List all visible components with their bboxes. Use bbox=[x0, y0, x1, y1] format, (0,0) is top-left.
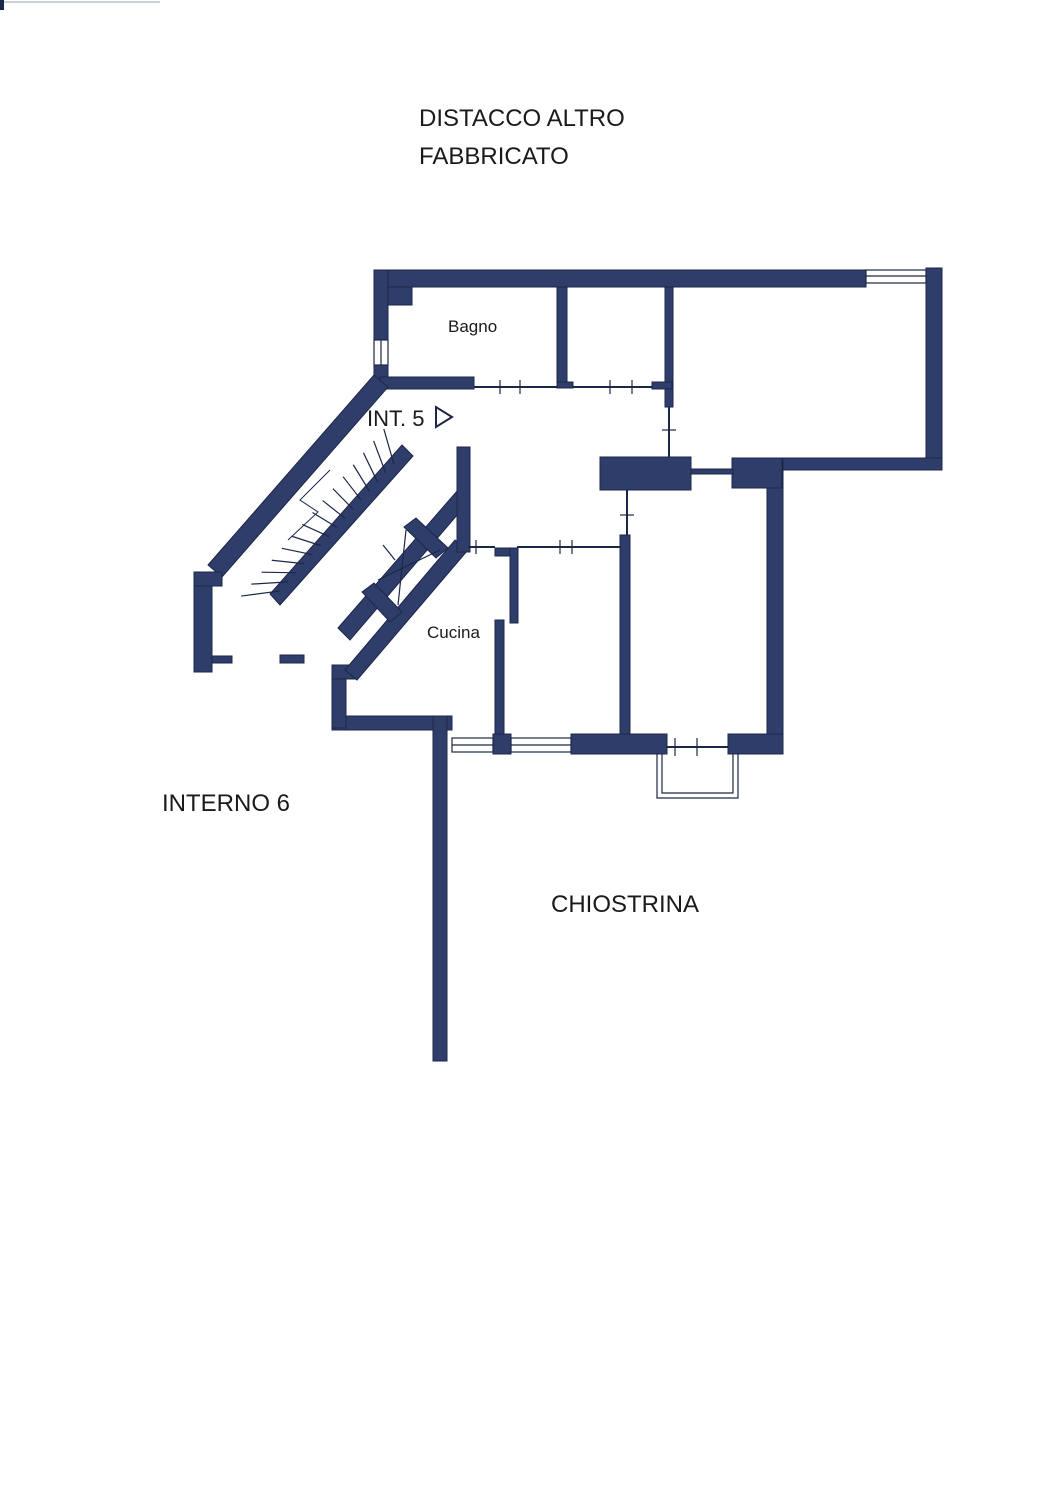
lift-tick bbox=[382, 544, 396, 561]
wall-lower-partition bbox=[619, 534, 631, 754]
balcony bbox=[656, 754, 739, 799]
stair-tread bbox=[271, 559, 305, 565]
wall-central-block bbox=[599, 456, 692, 491]
wall-top bbox=[373, 269, 867, 288]
wall-stair-foot-2 bbox=[279, 654, 305, 664]
north-label: DISTACCO ALTRO bbox=[419, 105, 625, 132]
wall-kitchen-partition-v2 bbox=[494, 619, 505, 754]
wall-chiostrina bbox=[432, 715, 448, 1062]
wall-bottom-pier bbox=[492, 733, 512, 755]
stair-tread bbox=[302, 523, 330, 538]
stair-tread bbox=[373, 440, 387, 474]
wall-bath-bottom bbox=[379, 376, 475, 390]
wall-lift-top bbox=[403, 517, 449, 559]
wall-diag-stairwell bbox=[269, 444, 414, 606]
doors bbox=[468, 380, 728, 756]
wall-bottom-mid bbox=[570, 733, 668, 755]
scan-mark bbox=[0, 0, 4, 10]
wall-lift-bottom bbox=[361, 582, 403, 623]
wall-partition-1-foot bbox=[556, 381, 574, 389]
lift-diag-a bbox=[377, 549, 441, 581]
wall-kitchen-partition-v bbox=[509, 547, 519, 624]
lift-diag-b bbox=[397, 529, 407, 606]
wall-stair-left-cap bbox=[193, 571, 223, 587]
staircase bbox=[241, 428, 395, 597]
stair-tread bbox=[261, 571, 297, 574]
stair-tread bbox=[281, 547, 313, 556]
wall-partition-2-foot bbox=[651, 381, 673, 390]
wall-stair-foot bbox=[211, 655, 233, 664]
wall-right-lower bbox=[766, 457, 784, 754]
balcony-inner bbox=[661, 754, 734, 794]
stair-tread bbox=[312, 511, 338, 529]
wall-bottom-right bbox=[727, 733, 784, 755]
south-label: CHIOSTRINA bbox=[551, 891, 699, 918]
wall-right-upper bbox=[925, 267, 943, 469]
windows bbox=[373, 269, 927, 799]
wall-block-right-lower bbox=[731, 457, 783, 489]
stair-tread bbox=[383, 428, 395, 465]
stair-tread bbox=[241, 590, 281, 597]
stair-tread bbox=[291, 535, 321, 547]
wall-central-link bbox=[690, 468, 734, 475]
stair-tread bbox=[352, 464, 371, 492]
kitchen-label: Cucina bbox=[427, 623, 480, 642]
bathroom-label: Bagno bbox=[448, 317, 497, 336]
stair-tread bbox=[251, 581, 289, 585]
stair-tread bbox=[332, 488, 354, 510]
lift-cross bbox=[377, 529, 441, 606]
walls bbox=[193, 267, 943, 1062]
stair-tread bbox=[322, 500, 346, 519]
west-label: INTERNO 6 bbox=[162, 790, 290, 817]
stair-walkline bbox=[287, 469, 331, 541]
stair-tread bbox=[342, 476, 362, 501]
wall-partition-1 bbox=[556, 286, 568, 388]
wall-core-v bbox=[456, 446, 471, 553]
entrance-arrow-icon bbox=[435, 405, 454, 429]
wall-stair-left bbox=[193, 571, 213, 673]
wall-diag-outer bbox=[207, 374, 389, 578]
entrance-label: INT. 5 bbox=[367, 406, 424, 431]
wall-bath-notch bbox=[387, 286, 413, 306]
north-label-2: FABBRICATO bbox=[419, 143, 569, 170]
wall-bath-left bbox=[373, 269, 389, 341]
stair-tread bbox=[362, 452, 379, 483]
